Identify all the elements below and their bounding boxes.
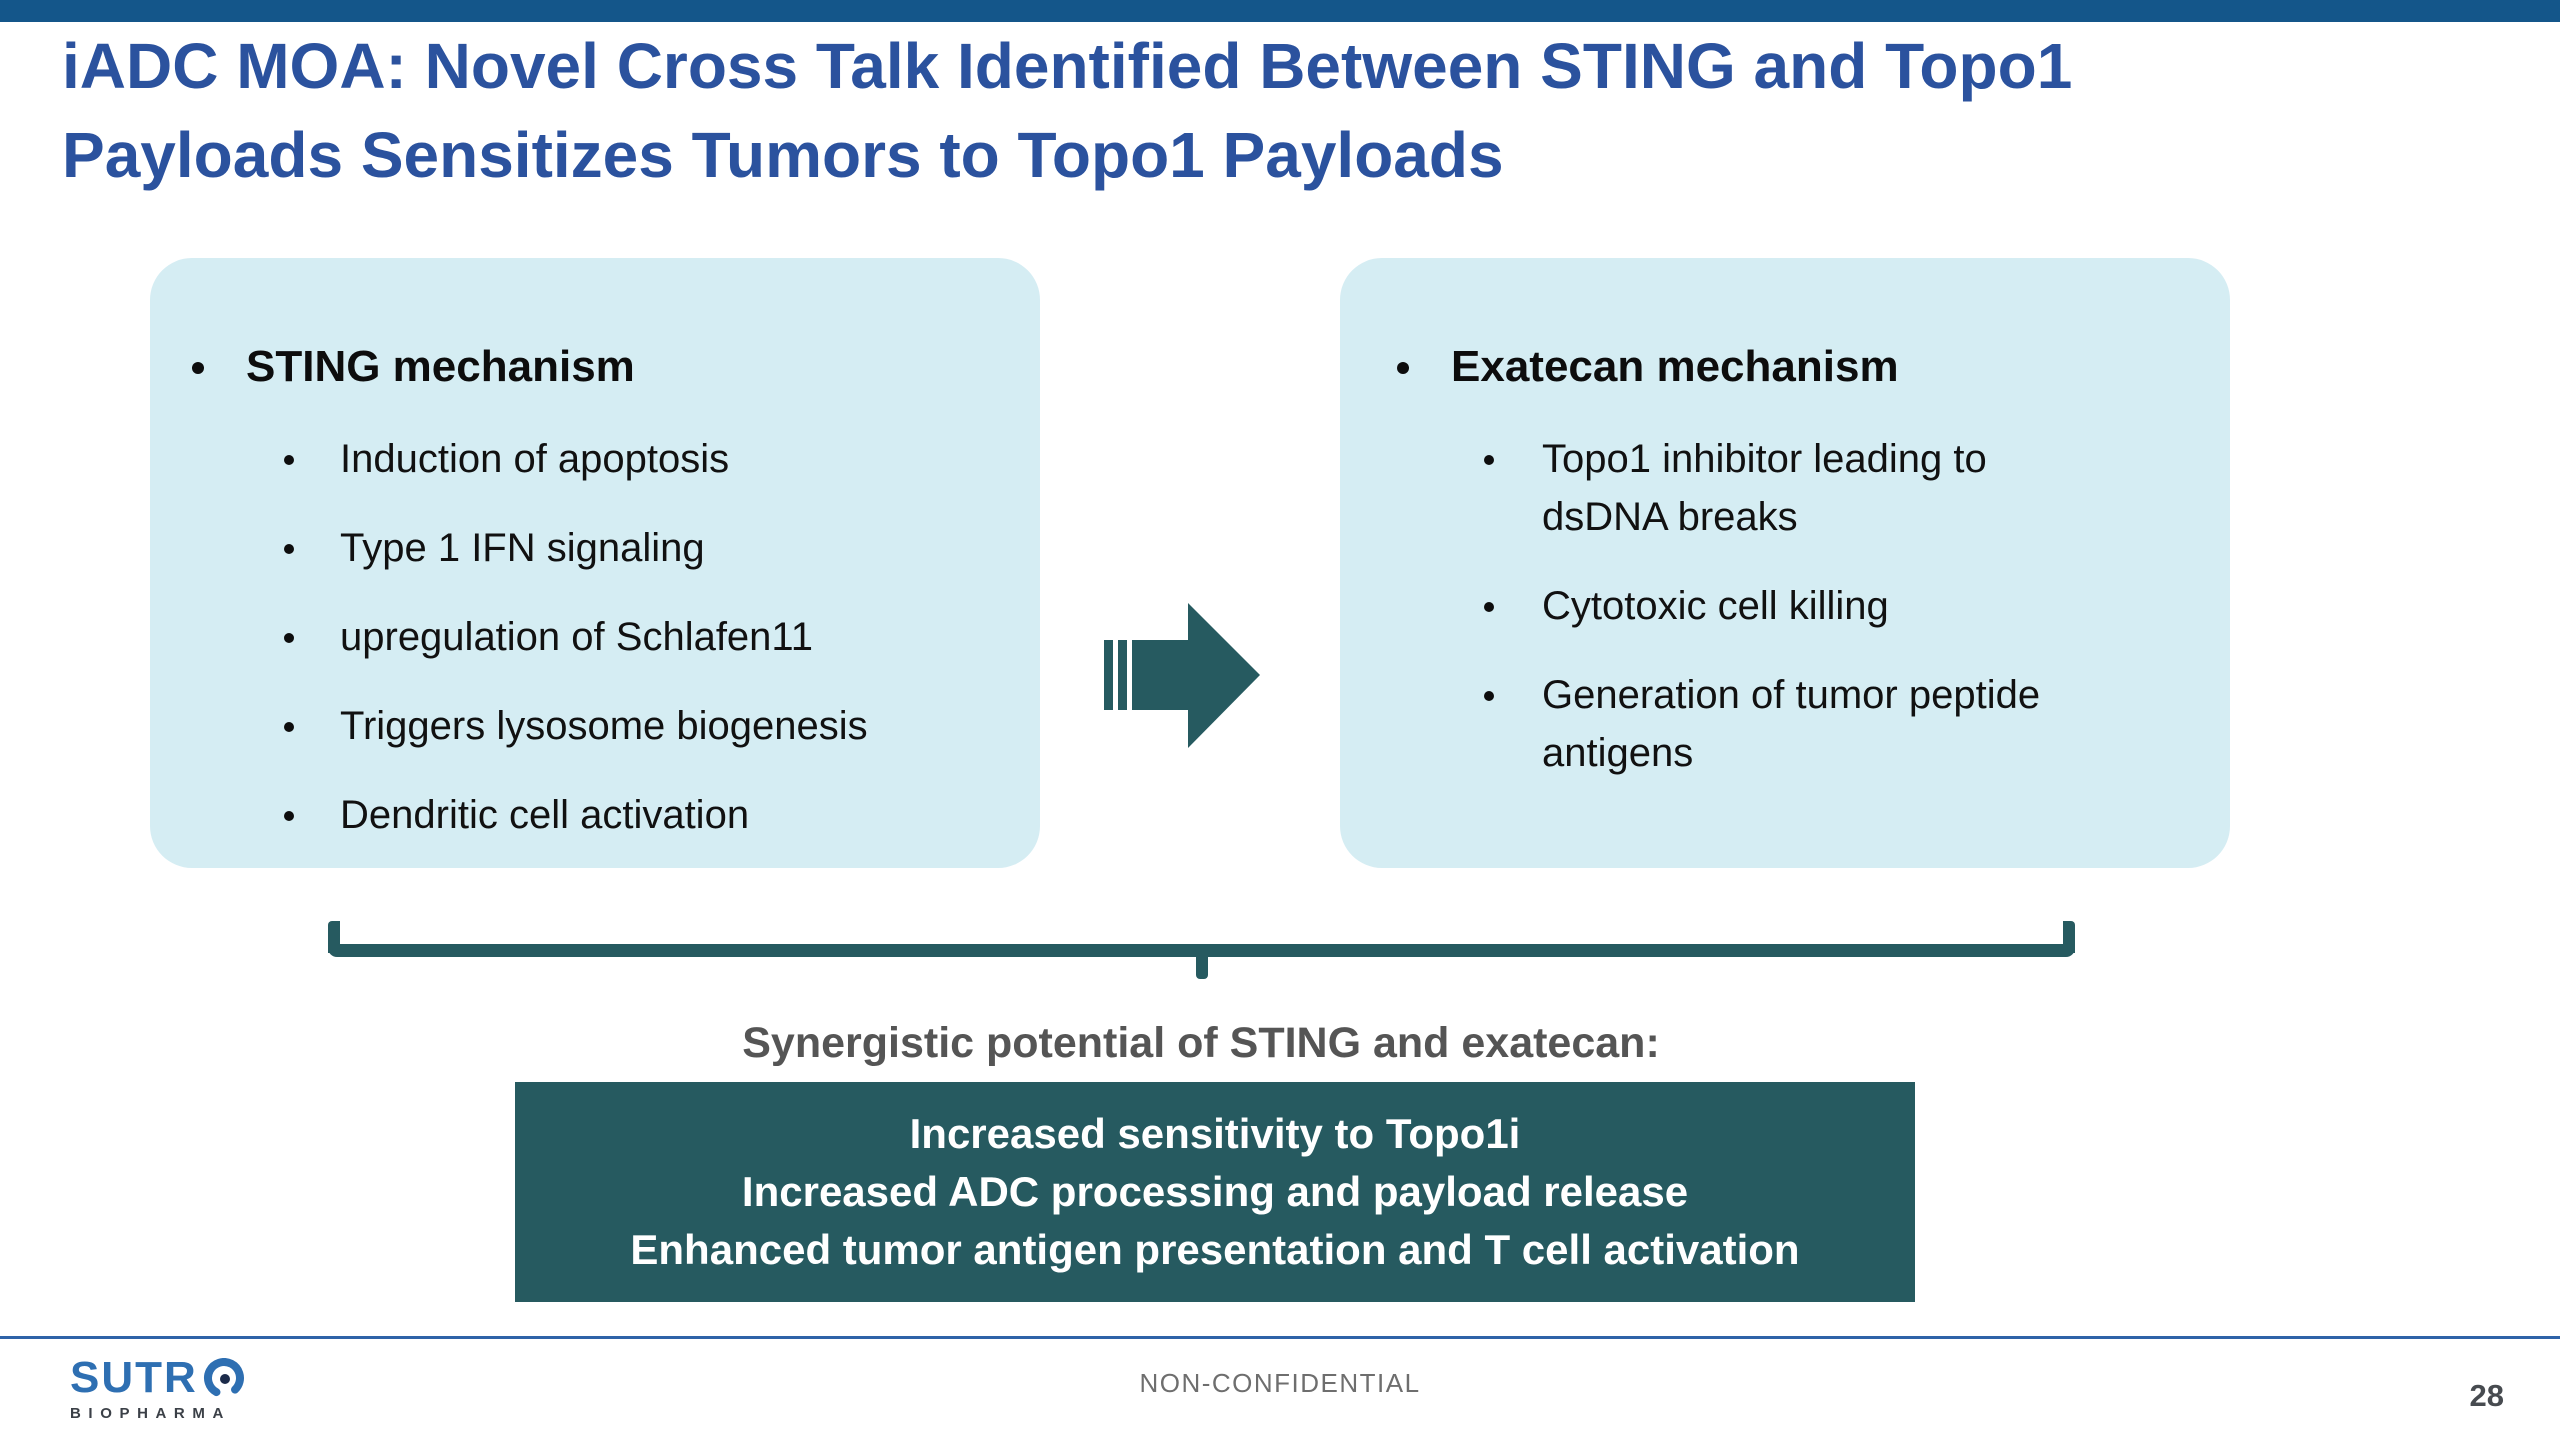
slide-title-line2: Payloads Sensitizes Tumors to Topo1 Payl… xyxy=(62,119,1504,191)
sutro-biopharma-logo: SUTR BIOPHARMA xyxy=(70,1356,252,1422)
bullet-dot-icon xyxy=(284,633,294,643)
bullet-dot-icon xyxy=(284,722,294,732)
confidentiality-label: NON-CONFIDENTIAL xyxy=(1139,1368,1421,1398)
list-item-label: Dendritic cell activation xyxy=(340,793,750,837)
bullet-dot-icon xyxy=(1484,602,1494,612)
list-item: Type 1 IFN signaling xyxy=(284,519,1020,577)
slide-title-line1: iADC MOA: Novel Cross Talk Identified Be… xyxy=(62,30,2073,102)
logo-brand-row: SUTR xyxy=(70,1356,252,1402)
striped-right-arrow-icon xyxy=(1104,603,1260,748)
panel-heading-row: STING mechanism xyxy=(192,338,1020,396)
list-item: Induction of apoptosis xyxy=(284,430,1020,488)
brace-center-tail xyxy=(1196,950,1208,979)
list-item-label: Cytotoxic cell killing xyxy=(1542,584,1889,628)
synergy-line: Enhanced tumor antigen presentation and … xyxy=(630,1226,1800,1273)
bullet-dot-icon xyxy=(284,455,294,465)
bullet-dot-icon xyxy=(1484,691,1494,701)
bullet-dot-icon xyxy=(284,544,294,554)
list-item: Cytotoxic cell killing xyxy=(1484,577,2210,635)
bullet-dot-icon xyxy=(1397,362,1409,374)
list-item: Generation of tumor peptide antigens xyxy=(1484,666,2210,782)
list-item-label: Type 1 IFN signaling xyxy=(340,526,705,570)
list-item-label: Generation of tumor peptide antigens xyxy=(1542,673,2041,775)
synergy-caption: Synergistic potential of STING and exate… xyxy=(742,1019,1660,1067)
bullet-dot-icon xyxy=(284,811,294,821)
top-accent-bar xyxy=(0,0,2560,22)
list-item: Triggers lysosome biogenesis xyxy=(284,697,1020,755)
page-number: 28 xyxy=(2469,1378,2504,1413)
slide-title: iADC MOA: Novel Cross Talk Identified Be… xyxy=(62,22,2072,200)
synergy-line: Increased ADC processing and payload rel… xyxy=(741,1168,1689,1215)
footer-divider xyxy=(0,1336,2560,1339)
list-item: Topo1 inhibitor leading to dsDNA breaks xyxy=(1484,430,2210,546)
panel-heading-row: Exatecan mechanism xyxy=(1397,338,2210,396)
logo-subtext: BIOPHARMA xyxy=(70,1405,231,1422)
synergy-line: Increased sensitivity to Topo1i xyxy=(909,1110,1521,1157)
panel-heading: STING mechanism xyxy=(246,342,635,391)
exatecan-mechanism-panel: Exatecan mechanism Topo1 inhibitor leadi… xyxy=(1340,258,2230,868)
list-item-label: Induction of apoptosis xyxy=(340,437,730,481)
sting-mechanism-panel: STING mechanism Induction of apoptosis T… xyxy=(150,258,1040,868)
list-item-label: Triggers lysosome biogenesis xyxy=(340,704,868,748)
bullet-dot-icon xyxy=(1484,455,1494,465)
synergy-summary-box: Increased sensitivity to Topo1i Increase… xyxy=(515,1082,1915,1302)
logo-brand-text: SUTR xyxy=(70,1353,198,1402)
brace-right-end xyxy=(2063,921,2075,953)
panel-heading: Exatecan mechanism xyxy=(1451,342,1899,391)
list-item-label: upregulation of Schlafen11 xyxy=(340,615,813,659)
list-item: upregulation of Schlafen11 xyxy=(284,608,1020,666)
logo-orbit-o-icon xyxy=(203,1358,244,1398)
list-item: Dendritic cell activation xyxy=(284,786,1020,844)
bullet-dot-icon xyxy=(192,362,204,374)
list-item-label: Topo1 inhibitor leading to dsDNA breaks xyxy=(1542,437,1987,539)
